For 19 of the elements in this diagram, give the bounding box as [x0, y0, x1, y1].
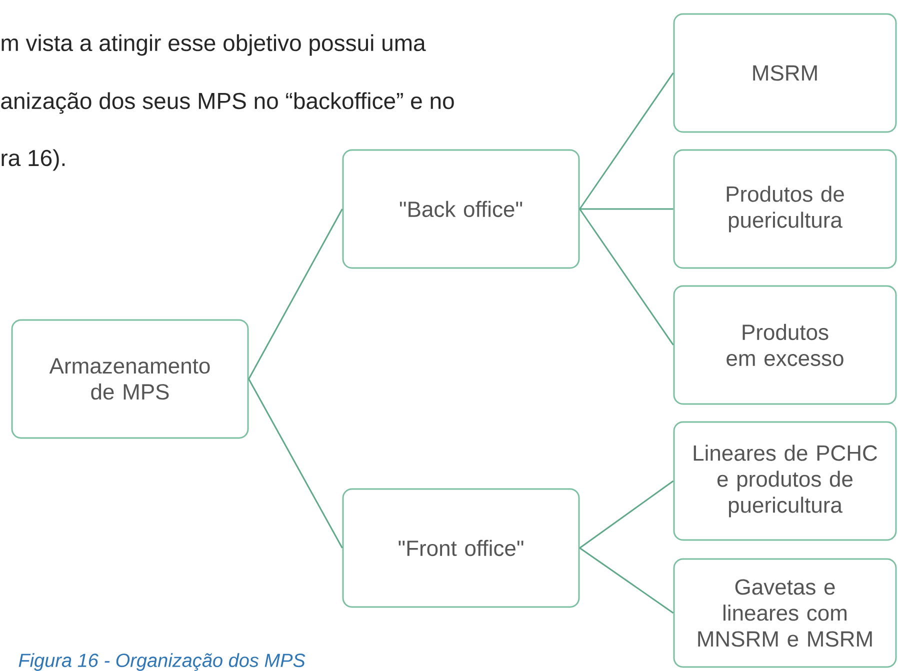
- text-box: "Front office": [342, 488, 580, 608]
- connector-line: [579, 208, 674, 346]
- connector-line: [580, 208, 674, 210]
- connector-line: [579, 480, 674, 549]
- connector-line: [248, 208, 343, 380]
- text-box: Produtos de puericultura: [673, 149, 897, 269]
- text-box: MSRM: [673, 13, 897, 133]
- figure-caption: Figura 16 - Organização dos MPS: [18, 653, 306, 671]
- text-box: Produtos em excesso: [673, 285, 897, 405]
- text-box: "Back office": [342, 149, 580, 269]
- text-box: Lineares de PCHC e produtos de puericultura: [673, 421, 897, 541]
- text-box: Gavetas e lineares com MNSRM e MSRM: [673, 558, 897, 668]
- connector-line: [579, 547, 674, 614]
- connector-line: [248, 378, 343, 548]
- connector-line: [579, 72, 674, 210]
- paragraph-line: anização dos seus MPS no “backoffice” e no: [1, 92, 454, 114]
- paragraph-line: ra 16).: [2, 149, 65, 171]
- paragraph-line: m vista a atingir esse objetivo possui uma: [2, 34, 426, 56]
- text-box: Armazenamento de MPS: [11, 319, 249, 439]
